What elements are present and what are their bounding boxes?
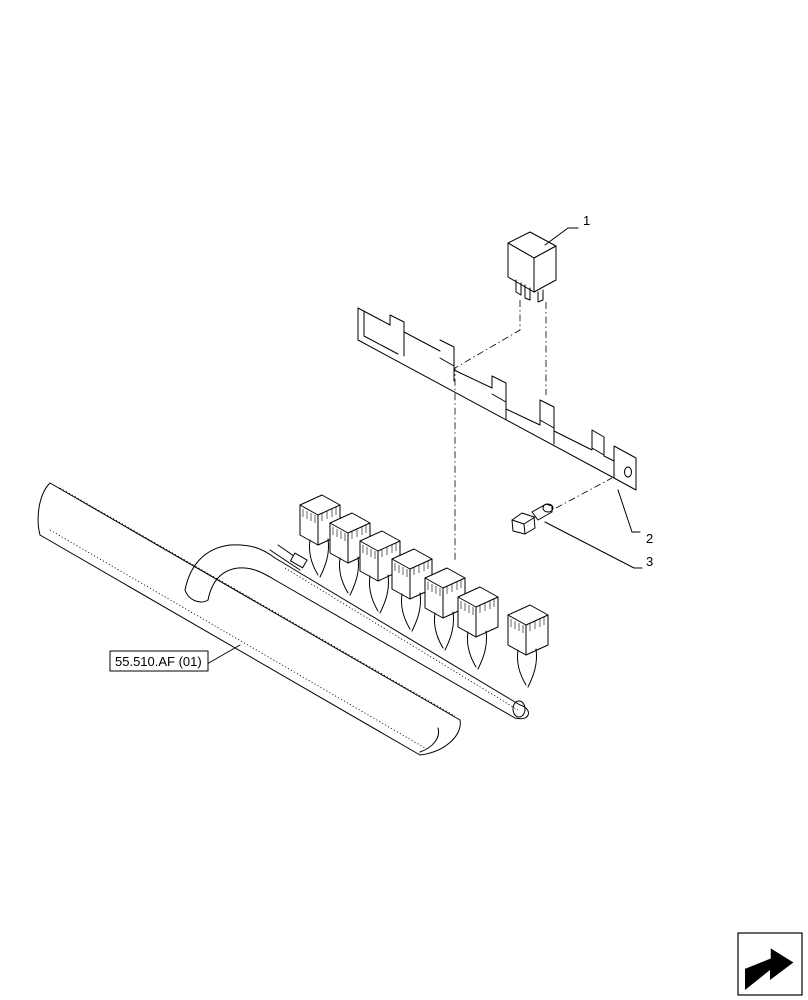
screw-part [511,503,554,535]
connector [507,604,549,688]
callout-1: 1 [544,213,590,246]
next-page-arrow-icon[interactable] [737,932,803,996]
wiring-harness-tube [37,482,461,756]
reference-link[interactable]: 55.510.AF (01) [109,644,241,672]
callout-3: 3 [544,521,653,569]
connector [457,586,499,670]
assembly-lines [454,300,613,560]
callout-2: 2 [617,489,653,546]
mounting-bracket-part [357,307,637,491]
harness-branch-hose [184,544,529,720]
callout-1-label: 1 [583,213,590,228]
reference-box [109,650,209,672]
callout-2-label: 2 [646,531,653,546]
connector-row [299,494,549,688]
relay-part [507,231,557,303]
reference-label: 55.510.AF (01) [115,654,202,669]
connector [424,567,466,651]
connector [359,530,401,614]
callout-3-label: 3 [646,554,653,569]
